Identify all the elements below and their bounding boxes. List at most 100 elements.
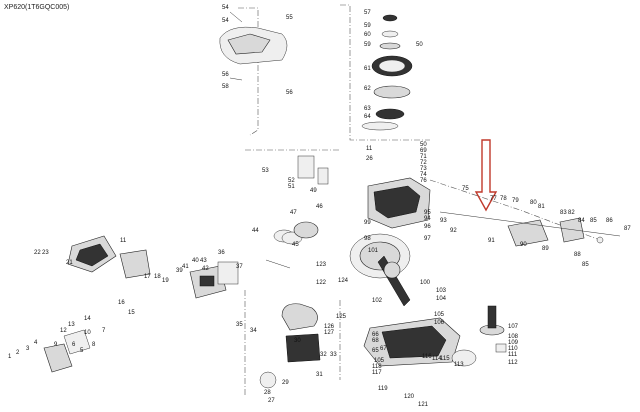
engine-block (297, 155, 431, 307)
muffler (259, 303, 321, 389)
air-filter (43, 329, 91, 373)
part-label-l105a: 105 (374, 358, 385, 364)
part-label-l93: 93 (440, 218, 447, 224)
fan-cover (219, 11, 288, 81)
part-label-l102: 102 (372, 298, 383, 304)
part-label-l106: 106 (434, 320, 445, 326)
part-label-l34: 34 (250, 328, 257, 334)
part-label-l122: 122 (316, 280, 327, 286)
part-label-l114: 114 (432, 356, 442, 362)
part-label-l100: 100 (420, 280, 431, 286)
part-label-l43: 43 (200, 258, 207, 264)
part-label-l91: 91 (488, 238, 495, 244)
part-label-l33: 33 (330, 352, 337, 358)
part-label-l107: 107 (508, 324, 519, 330)
part-label-l51: 51 (288, 184, 295, 190)
part-label-l11b: 11 (120, 238, 127, 244)
part-label-l95: 95 (424, 210, 431, 216)
part-label-l31: 31 (316, 372, 323, 378)
part-label-l63: 63 (364, 106, 371, 112)
part-label-l103: 103 (436, 288, 447, 294)
part-label-l84: 84 (578, 218, 585, 224)
part-label-l69: 69 (420, 148, 427, 154)
part-label-l78: 78 (500, 196, 507, 202)
part-label-l64: 64 (364, 114, 371, 120)
part-label-l16: 16 (118, 300, 125, 306)
part-label-l98: 98 (364, 236, 371, 242)
throttle-linkage (439, 211, 621, 247)
frame-flywheel (340, 4, 430, 141)
part-label-l42: 42 (202, 266, 209, 272)
part-label-l65: 65 (372, 348, 379, 354)
part-label-l82: 82 (568, 210, 575, 216)
part-label-l85a: 85 (590, 218, 597, 224)
part-label-l124: 124 (338, 278, 349, 284)
callout-arrow (474, 139, 498, 212)
part-label-l50a: 50 (416, 42, 423, 48)
part-label-l23: 23 (42, 250, 49, 256)
part-label-l79: 79 (512, 198, 519, 204)
part-label-l115: 115 (440, 356, 450, 362)
part-label-l55: 55 (286, 15, 293, 21)
part-label-l118: 118 (372, 364, 382, 370)
part-label-l67: 67 (380, 346, 387, 352)
part-label-l2: 2 (16, 350, 20, 356)
part-label-l104: 104 (436, 296, 447, 302)
part-label-l123: 123 (316, 262, 327, 268)
cylinder-head (67, 235, 151, 279)
part-label-l96: 96 (424, 224, 431, 230)
part-label-l13: 13 (68, 322, 75, 328)
part-label-l127: 127 (324, 330, 335, 336)
part-label-l1: 1 (8, 354, 12, 360)
part-label-l54b: 54 (222, 18, 229, 24)
carburetor (189, 261, 239, 299)
part-label-l54a: 54 (222, 5, 229, 11)
part-label-l27: 27 (268, 398, 275, 404)
part-label-l71: 71 (420, 154, 427, 160)
part-label-l46: 46 (316, 204, 323, 210)
part-label-l6: 6 (72, 342, 76, 348)
part-label-l94: 94 (424, 216, 431, 222)
part-label-l120: 120 (404, 394, 415, 400)
part-label-l92: 92 (450, 228, 457, 234)
part-label-l116: 116 (422, 354, 432, 360)
part-label-l32: 32 (320, 352, 327, 358)
part-label-l119: 119 (378, 386, 388, 392)
part-label-l80: 80 (530, 200, 537, 206)
part-label-l77: 77 (490, 196, 497, 202)
part-label-l19: 19 (162, 278, 169, 284)
part-label-l72: 72 (420, 160, 427, 166)
part-label-l73: 73 (420, 166, 427, 172)
crankcase-bottom (363, 317, 477, 367)
part-label-l28: 28 (264, 390, 271, 396)
part-label-l58: 58 (222, 84, 229, 90)
part-label-l76: 76 (420, 178, 427, 184)
part-label-l74: 74 (420, 172, 427, 178)
part-label-l26: 26 (366, 156, 373, 162)
part-label-l15: 15 (128, 310, 135, 316)
part-label-l11a: 11 (366, 146, 373, 152)
part-label-l44: 44 (252, 228, 259, 234)
part-label-l7: 7 (102, 328, 106, 334)
part-label-l36: 36 (218, 250, 225, 256)
part-label-l29: 29 (282, 380, 289, 386)
part-label-l83: 83 (560, 210, 567, 216)
part-label-l125: 125 (336, 314, 347, 320)
part-label-l62: 62 (364, 86, 371, 92)
part-label-l75: 75 (462, 186, 469, 192)
part-label-l112: 112 (508, 360, 518, 366)
part-label-l105b: 105 (434, 312, 445, 318)
part-label-l8: 8 (92, 342, 96, 348)
part-label-l108: 108 (508, 334, 519, 340)
part-label-l30: 30 (294, 338, 301, 344)
part-label-l68: 68 (372, 338, 379, 344)
part-label-l18: 18 (154, 274, 161, 280)
part-label-l85b: 85 (582, 262, 589, 268)
part-label-l12: 12 (60, 328, 67, 334)
part-label-l17: 17 (144, 274, 151, 280)
part-label-l53: 53 (262, 168, 269, 174)
part-label-l21: 21 (66, 260, 73, 266)
part-label-l113: 113 (454, 362, 464, 368)
part-label-l10: 10 (84, 330, 91, 336)
part-label-l88: 88 (574, 252, 581, 258)
